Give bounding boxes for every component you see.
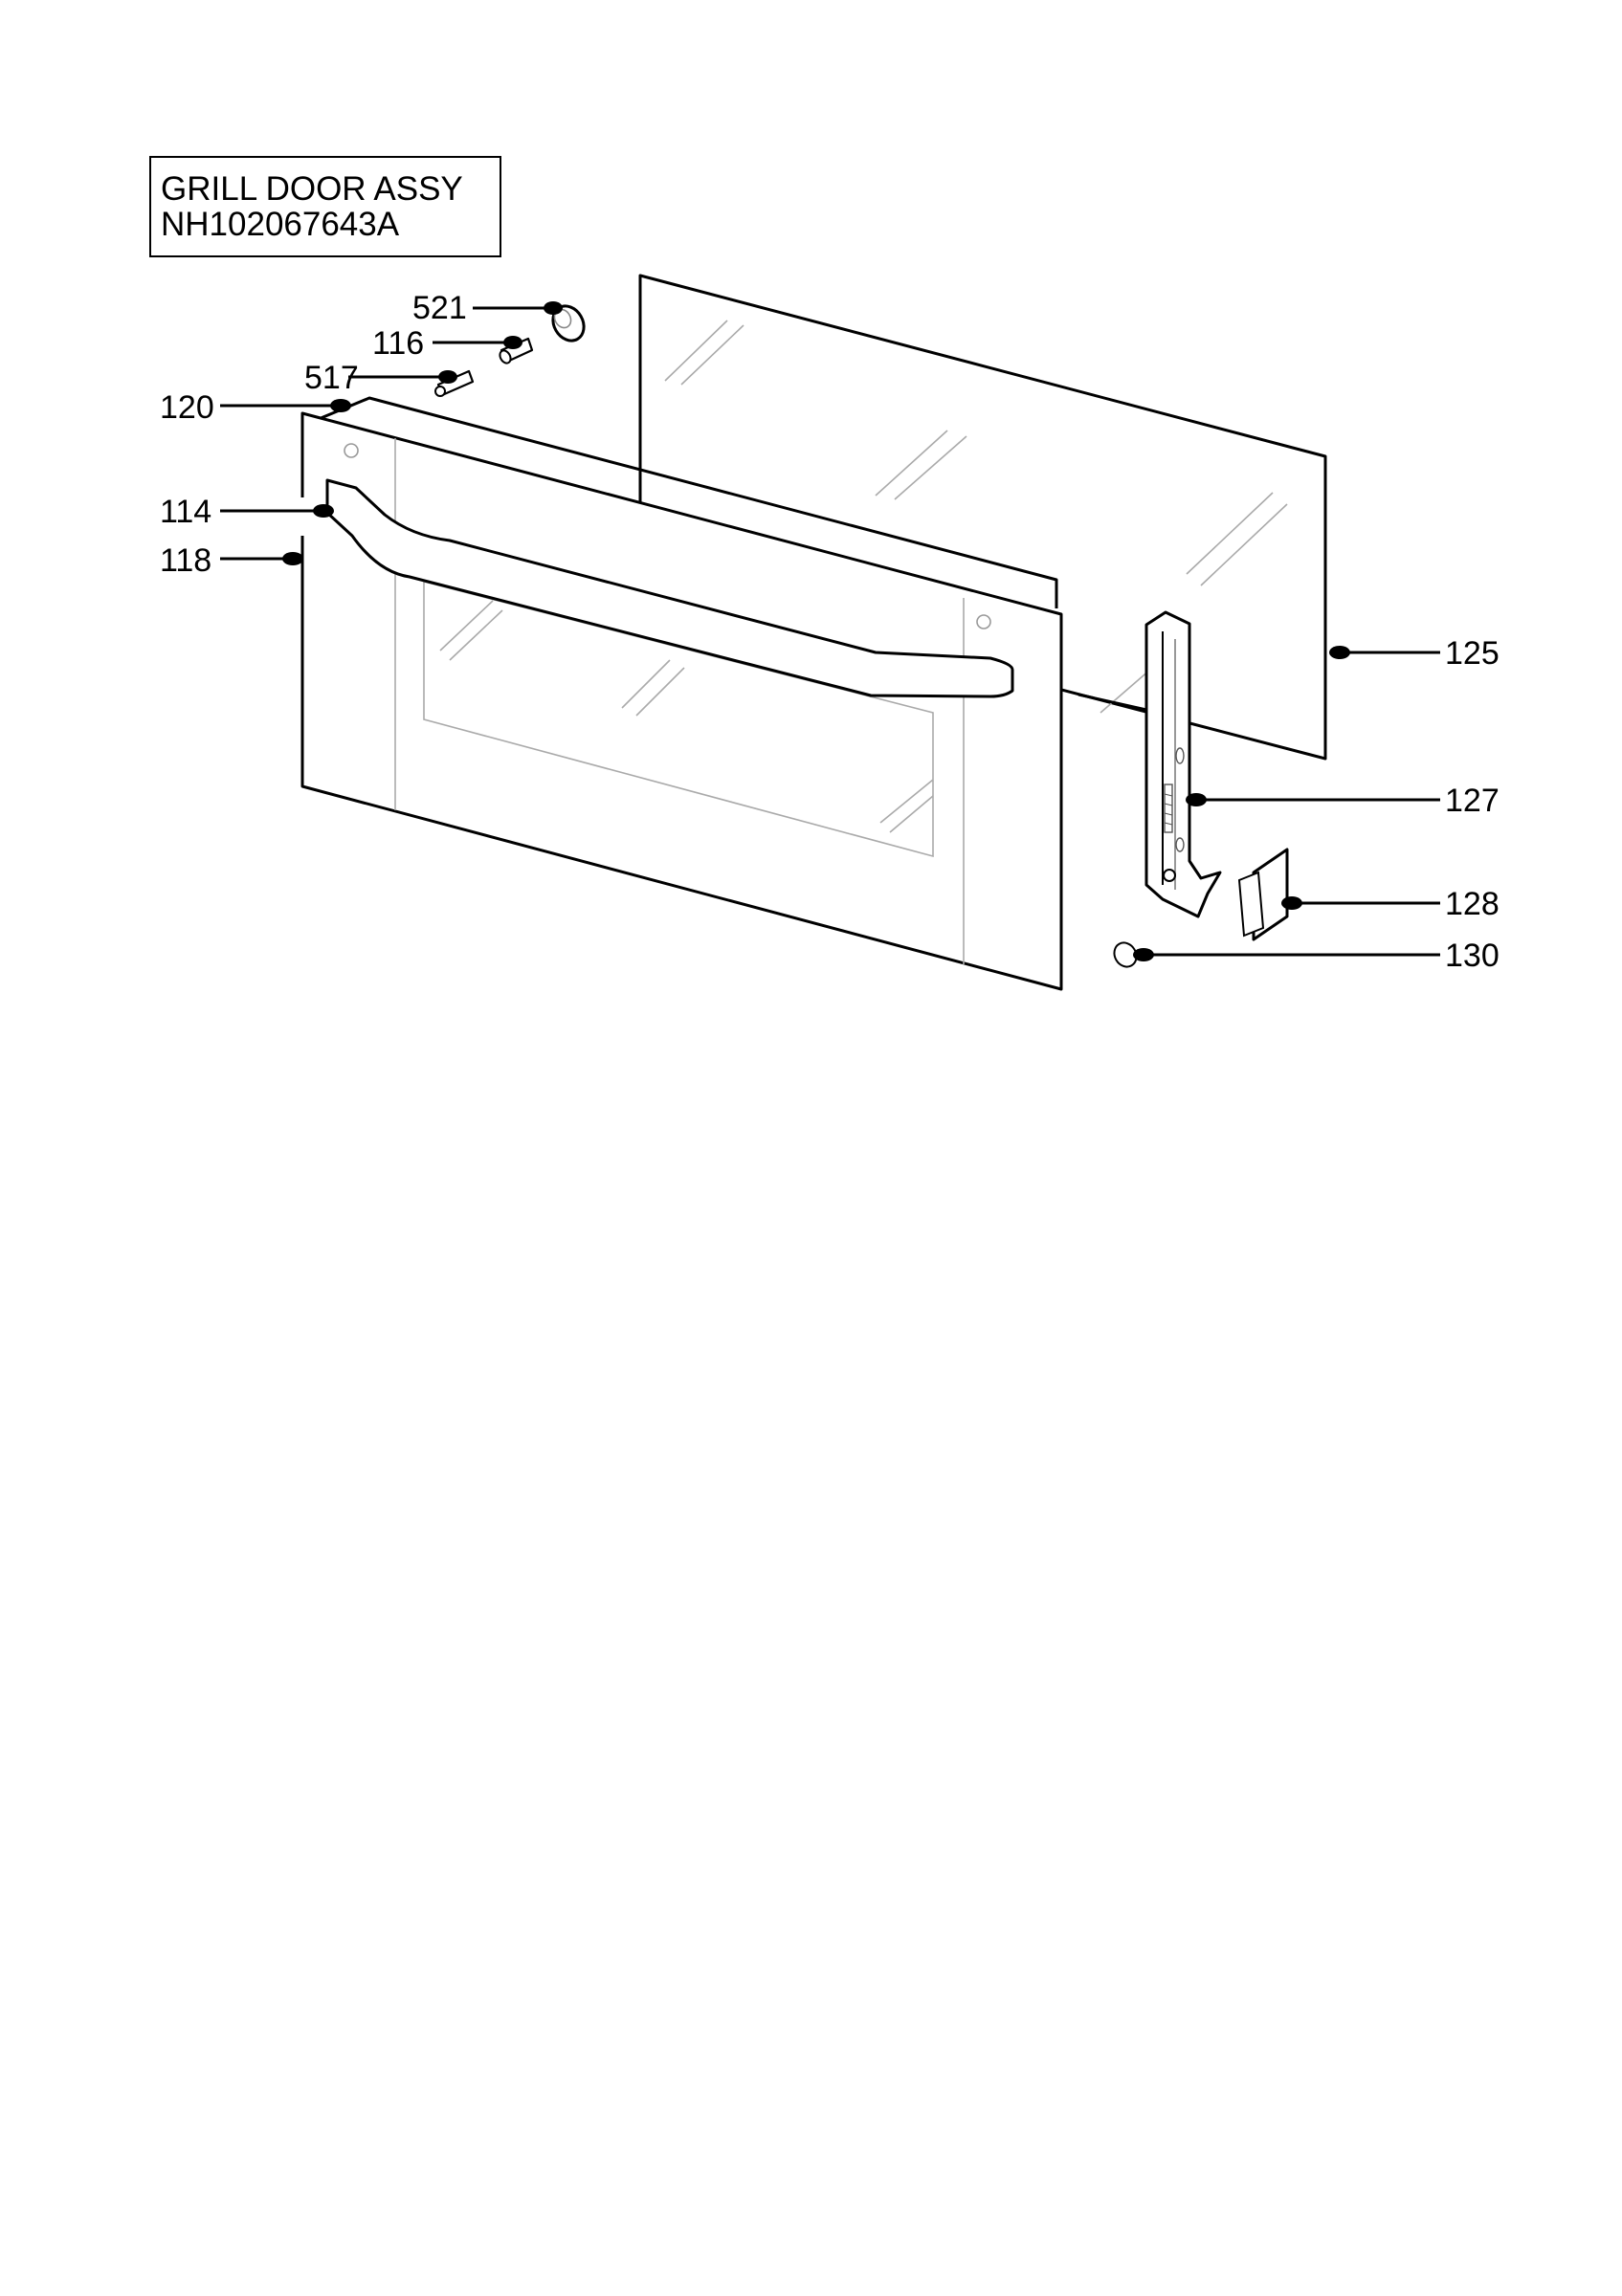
rear-door-panel <box>301 396 1058 608</box>
assembly-name: GRILL DOOR ASSY <box>161 170 463 208</box>
hinge-127 <box>1144 610 1222 918</box>
part-number: NH102067643A <box>161 206 400 243</box>
callout-125: 125 <box>1445 635 1500 672</box>
callout-517: 517 <box>304 360 359 396</box>
hinge-guide-line <box>1078 693 1147 712</box>
door-handle <box>325 478 1014 698</box>
callout-128: 128 <box>1445 886 1500 922</box>
callout-127: 127 <box>1445 783 1500 819</box>
callout-120: 120 <box>160 389 214 426</box>
callout-521: 521 <box>412 290 467 326</box>
callout-130: 130 <box>1445 938 1500 974</box>
callout-118: 118 <box>160 542 211 579</box>
hinge-bracket-128 <box>1237 848 1289 941</box>
callout-leaders <box>220 301 1440 961</box>
callout-116: 116 <box>372 325 424 362</box>
title-box: GRILL DOOR ASSY NH102067643A <box>149 156 501 257</box>
pin-517 <box>434 369 475 397</box>
callout-114: 114 <box>160 494 211 530</box>
washer-130 <box>1113 941 1138 968</box>
